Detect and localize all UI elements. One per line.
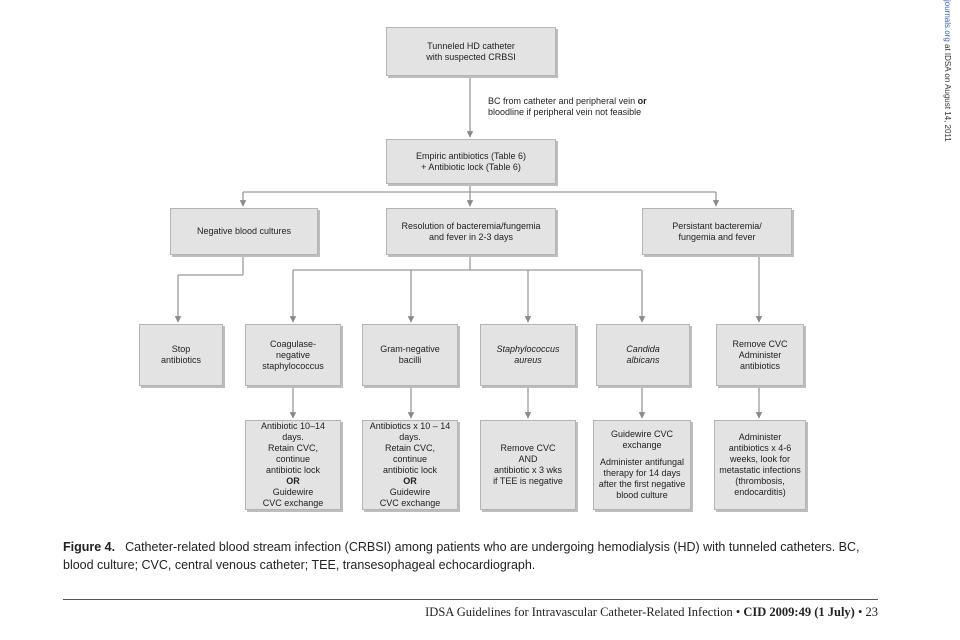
node-text: metastatic infections [719,465,801,475]
footer-prefix: IDSA Guidelines for Intravascular Cathet… [425,605,744,619]
node-text: Retain CVC, continue [384,443,436,464]
node-text: with suspected CRBSI [426,51,516,62]
sampling-note: BC from catheter and peripheral vein or … [488,96,688,118]
node-text: antibiotics x 4-6 [728,443,792,453]
node-text: Remove CVC [500,443,556,453]
caption-text: Catheter-related blood stream infection … [63,540,860,572]
node-text: if TEE is negative [493,476,563,486]
node-candida-treatment: Guidewire CVC exchange Administer antifu… [593,420,691,510]
sampling-note-part2: bloodline if peripheral vein not feasibl… [488,107,642,117]
node-gram-negative-bacilli: Gram-negative bacilli [362,324,458,386]
node-text: staphylococcus [262,360,324,371]
sampling-note-part1: BC from catheter and peripheral vein [488,96,638,106]
node-text: Resolution of bacteremia/fungemia [401,220,541,231]
node-coag-treatment: Antibiotic 10–14 days. Retain CVC, conti… [245,420,341,510]
node-text: Administer antifungal [599,457,685,467]
node-text: Negative blood cultures [196,226,292,236]
node-text: antibiotic lock [265,465,321,475]
node-text: Administer [738,432,782,442]
footer-rule [63,599,878,600]
node-text: Gram-negative [380,344,440,354]
node-text: (thrombosis, [735,476,785,486]
node-remove-treatment: Administer antibiotics x 4-6 weeks, look… [714,420,806,510]
node-text: Candida [626,344,660,354]
watermark-text: at IDSA on August 14, 2011 [943,41,952,142]
node-text: Remove CVC [732,338,788,349]
footer-page-number: • 23 [854,605,878,619]
node-text: Coagulase- [269,338,317,349]
node-coagulase-negative-staphylococcus: Coagulase- negative staphylococcus [245,324,341,386]
node-stop-antibiotics: Stop antibiotics [139,324,223,386]
node-text: after the first negative [598,479,686,489]
node-text: Persistant bacteremia/ [672,220,762,231]
node-text: weeks, look for [729,454,791,464]
sampling-note-or: or [637,96,647,106]
node-text: Guidewire [272,487,314,497]
node-text: + Antibiotic lock (Table 6) [421,161,521,172]
figure-label: Figure 4. [63,540,116,554]
node-text: blood culture [616,490,668,500]
node-text: Stop [171,344,191,354]
node-text: therapy for 14 days [603,468,681,478]
node-text: Tunneled HD catheter [427,40,515,51]
node-persistent-bacteremia: Persistant bacteremia/ fungemia and feve… [642,208,792,255]
node-staph-treatment: Remove CVC AND antibiotic x 3 wks if TEE… [480,420,576,510]
node-text: Guidewire CVC [610,429,674,439]
node-gram-treatment: Antibiotics x 10 – 14 days. Retain CVC, … [362,420,458,510]
node-text: antibiotic x 3 wks [493,465,563,475]
node-text: bacilli [398,355,422,365]
node-text: Guidewire [389,487,431,497]
node-text: Empiric antibiotics (Table 6) [415,150,527,161]
node-text: Staphylococcus [496,344,560,354]
node-remove-cvc: Remove CVC Administer antibiotics [716,324,804,386]
node-text: antibiotics [160,355,202,365]
node-candida-albicans: Candida albicans [596,324,690,386]
node-text: endocarditis) [734,487,786,497]
node-text: exchange [622,440,662,450]
node-text: antibiotics [739,360,781,371]
watermark-link[interactable]: journals.org [943,0,952,42]
node-text: Antibiotic 10–14 days. [260,421,326,442]
node-text-or: OR [403,476,417,486]
node-text: days. [399,432,421,442]
node-staphylococcus-aureus: Staphylococcus aureus [480,324,576,386]
node-text: Administer [738,349,782,360]
node-text: antibiotic lock [382,465,438,475]
node-text: albicans [626,355,660,365]
node-text: negative [275,349,311,360]
node-text-or: OR [286,476,300,486]
node-empiric-antibiotics: Empiric antibiotics (Table 6) + Antibiot… [386,139,556,184]
node-text: Retain CVC, continue [267,443,319,464]
download-watermark: journals.org at IDSA on August 14, 2011 [940,0,952,150]
node-text: AND [518,454,538,464]
node-text: fungemia and fever [678,231,756,242]
figure-caption: Figure 4.Catheter-related blood stream i… [63,538,893,574]
footer-journal: CID 2009:49 (1 July) [743,605,855,619]
node-text: CVC exchange [262,498,324,508]
page-footer: IDSA Guidelines for Intravascular Cathet… [425,605,878,620]
node-resolution-bacteremia: Resolution of bacteremia/fungemia and fe… [386,208,556,255]
node-negative-blood-cultures: Negative blood cultures [170,208,318,255]
node-text: Antibiotics x 10 – 14 [369,421,451,431]
node-tunneled-hd-catheter: Tunneled HD catheter with suspected CRBS… [386,27,556,76]
node-text: aureus [514,355,542,365]
node-text: and fever in 2-3 days [428,231,514,242]
node-text: CVC exchange [379,498,441,508]
